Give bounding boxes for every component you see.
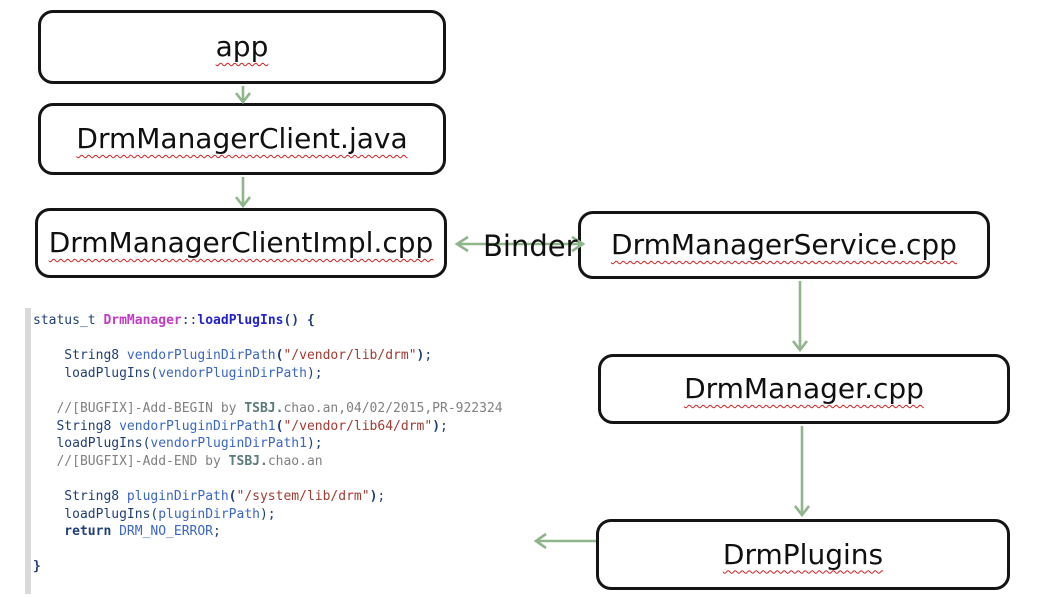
code-line — [33, 541, 538, 559]
code-line: loadPlugIns(vendorPluginDirPath); — [33, 365, 323, 381]
code-line: String8 vendorPluginDirPath("/vendor/lib… — [33, 348, 433, 364]
code-line: String8 vendorPluginDirPath1("/vendor/li… — [33, 418, 448, 434]
code-line: String8 pluginDirPath("/system/lib/drm")… — [33, 488, 386, 504]
box-drmmanagerclientimpl-cpp-label: DrmManagerClientImpl.cpp — [48, 226, 434, 259]
box-drmmanager-cpp-label: DrmManager.cpp — [684, 372, 924, 405]
code-gutter-bar — [25, 308, 31, 594]
box-drmplugins-label: DrmPlugins — [722, 537, 884, 571]
code-line: status_t DrmManager::loadPlugIns() { — [33, 313, 315, 328]
box-app: app — [38, 10, 446, 84]
code-line: loadPlugIns(vendorPluginDirPath1); — [33, 436, 323, 452]
arrow-app-to-client — [234, 86, 252, 105]
arrow-service-to-manager — [791, 281, 809, 353]
code-line: } — [33, 559, 41, 575]
box-app-label: app — [215, 30, 269, 63]
box-drmmanagerservice-cpp: DrmManagerService.cpp — [578, 211, 990, 279]
code-line — [33, 470, 538, 488]
arrow-plugins-out-left — [533, 532, 596, 550]
box-drmplugins: DrmPlugins — [596, 519, 1010, 590]
box-drmmanagerclientimpl-cpp: DrmManagerClientImpl.cpp — [35, 208, 447, 278]
code-line — [33, 382, 538, 400]
box-drmmanagerclient-java: DrmManagerClient.java — [38, 103, 446, 175]
code-line: //[BUGFIX]-Add-BEGIN by TSBJ.chao.an,04/… — [33, 400, 503, 416]
box-drmmanagerservice-cpp-label: DrmManagerService.cpp — [611, 228, 957, 261]
box-drmmanagerclient-java-label: DrmManagerClient.java — [76, 122, 408, 155]
code-line: loadPlugIns(pluginDirPath); — [33, 506, 276, 522]
arrow-manager-to-plugins — [793, 426, 811, 518]
arrow-binder-bidirectional — [454, 235, 586, 253]
code-line — [33, 330, 538, 348]
code-line: //[BUGFIX]-Add-END by TSBJ.chao.an — [33, 453, 323, 469]
code-block: status_t DrmManager::loadPlugIns() { Str… — [33, 312, 538, 576]
binder-edge-label: Binder — [483, 229, 578, 263]
box-drmmanager-cpp: DrmManager.cpp — [598, 354, 1010, 424]
code-line: return DRM_NO_ERROR; — [33, 524, 221, 540]
arrow-client-to-impl — [234, 177, 252, 209]
